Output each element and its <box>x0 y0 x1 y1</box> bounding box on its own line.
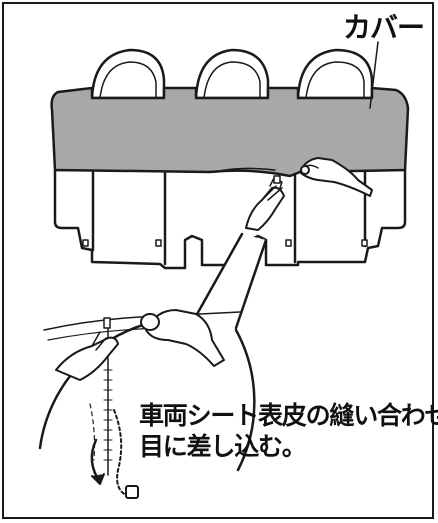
hands-main <box>245 157 373 231</box>
cover-leader <box>369 41 379 109</box>
magnified-detail <box>38 309 256 499</box>
instruction-text-line2: 目に差し込む。 <box>139 432 307 461</box>
zoom-pointer <box>194 232 268 330</box>
diagram-frame <box>2 2 434 519</box>
cover-label: カバー <box>343 11 425 44</box>
headrests <box>90 48 374 100</box>
seat-cover <box>50 86 410 178</box>
instruction-text-line1: 車両シート表皮の縫い合わせ <box>139 401 438 430</box>
seat-back-panels <box>53 168 407 270</box>
